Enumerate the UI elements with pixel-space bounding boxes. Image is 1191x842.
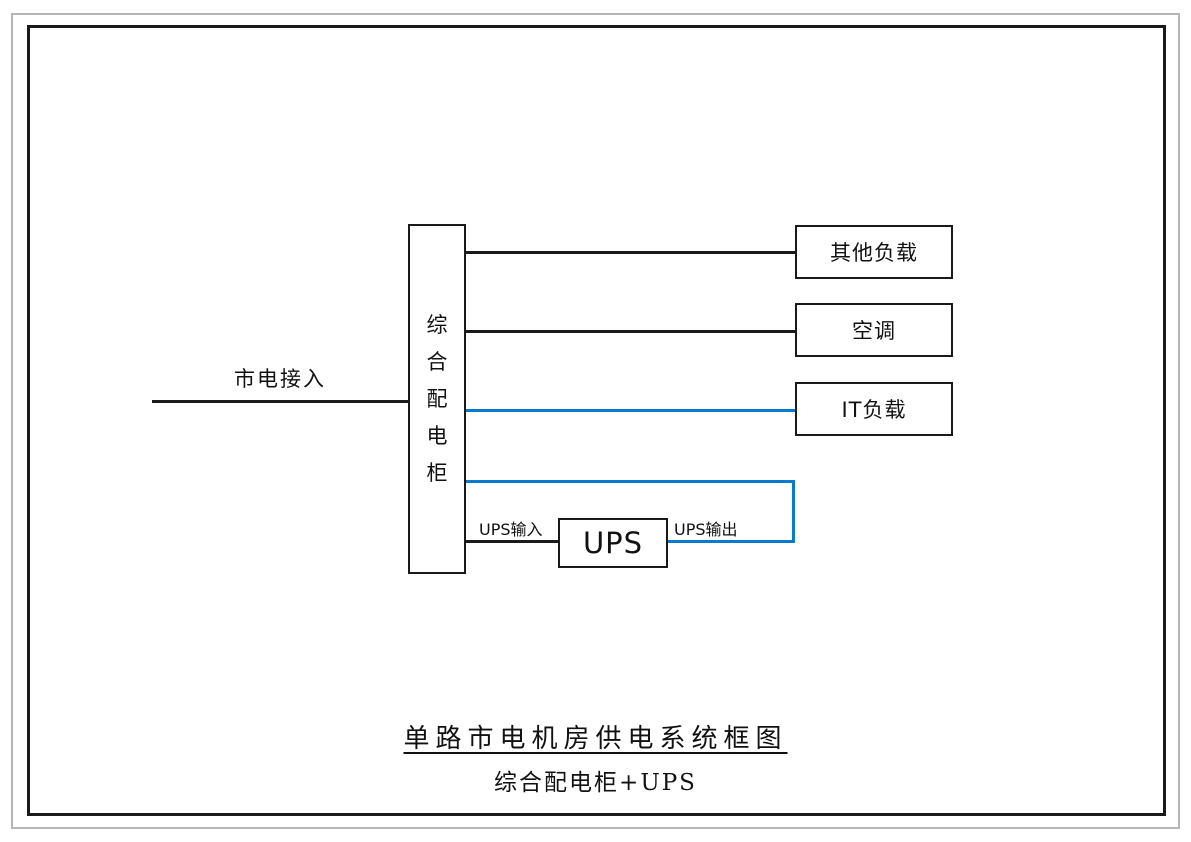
ups-loop-vertical-line [792, 480, 795, 543]
diagram-title: 单路市电机房供电系统框图 [403, 724, 788, 754]
mains-input-label: 市电接入 [234, 367, 326, 391]
ups-output-line [668, 540, 795, 543]
load-box-it: IT负载 [795, 382, 953, 436]
load-box-other: 其他负载 [795, 225, 953, 279]
outer-border-frame [11, 13, 1180, 829]
load-box-aircon-label: 空调 [852, 319, 896, 343]
inner-border-frame [27, 25, 1166, 816]
ups-input-line [466, 540, 558, 543]
diagram-subtitle: 综合配电柜+UPS [494, 770, 697, 796]
load-box-other-label: 其他负载 [830, 241, 918, 265]
branch-line-aircon [466, 330, 795, 333]
ups-loop-top-line [466, 480, 795, 483]
ups-label: UPS [582, 526, 644, 560]
distribution-cabinet-label: 综合配电柜 [426, 312, 448, 485]
branch-line-other-load [466, 251, 795, 254]
load-box-it-label: IT负载 [841, 398, 907, 422]
distribution-cabinet-box: 综合配电柜 [408, 224, 466, 574]
ups-input-label: UPS输入 [479, 520, 543, 539]
branch-line-it-load [466, 409, 795, 412]
ups-box: UPS [558, 518, 668, 568]
load-box-aircon: 空调 [795, 303, 953, 357]
ups-output-label: UPS输出 [674, 520, 738, 539]
mains-input-line [152, 400, 408, 403]
diagram-title-block: 单路市电机房供电系统框图 综合配电柜+UPS [0, 718, 1191, 797]
